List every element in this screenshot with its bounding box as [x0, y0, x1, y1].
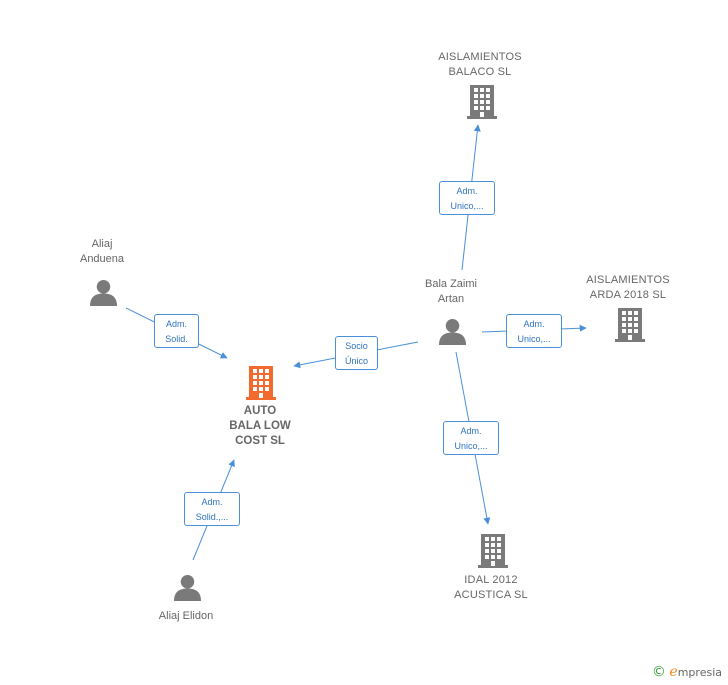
brand-name: mpresia	[677, 666, 722, 679]
person-icon[interactable]	[174, 574, 201, 601]
building-icon[interactable]	[615, 308, 645, 342]
edge-label-anduena-focus: Adm. Solid.	[154, 314, 199, 348]
building-icon[interactable]	[246, 366, 276, 400]
brand-logo: © empresia	[652, 664, 722, 680]
building-icon[interactable]	[478, 534, 508, 568]
node-label-bala-zaimi-artan[interactable]: Bala Zaimi Artan	[425, 278, 477, 305]
copyright-icon: ©	[651, 664, 666, 680]
edge-label-elidon-focus: Adm. Solid.,...	[184, 492, 240, 526]
building-icon[interactable]	[467, 85, 497, 119]
brand-initial: e	[669, 664, 678, 680]
edge-label-bala-balaco: Adm. Unico,...	[439, 181, 495, 215]
node-label-idal-acustica[interactable]: IDAL 2012 ACUSTICA SL	[454, 574, 528, 601]
node-label-focus-company[interactable]: AUTO BALA LOW COST SL	[229, 405, 291, 447]
node-label-aislamientos-arda[interactable]: AISLAMIENTOS ARDA 2018 SL	[586, 274, 670, 301]
edge-label-bala-idal: Adm. Unico,...	[443, 421, 499, 455]
edge-label-bala-focus: Socio Único	[335, 336, 378, 370]
node-label-aliaj-elidon[interactable]: Aliaj Elidon	[158, 610, 214, 622]
node-label-aislamientos-balaco[interactable]: AISLAMIENTOS BALACO SL	[438, 51, 522, 78]
edge-label-bala-arda: Adm. Unico,...	[506, 314, 562, 348]
person-icon[interactable]	[439, 318, 466, 345]
person-icon[interactable]	[90, 279, 117, 306]
node-label-aliaj-anduena[interactable]: Aliaj Anduena	[79, 238, 125, 265]
